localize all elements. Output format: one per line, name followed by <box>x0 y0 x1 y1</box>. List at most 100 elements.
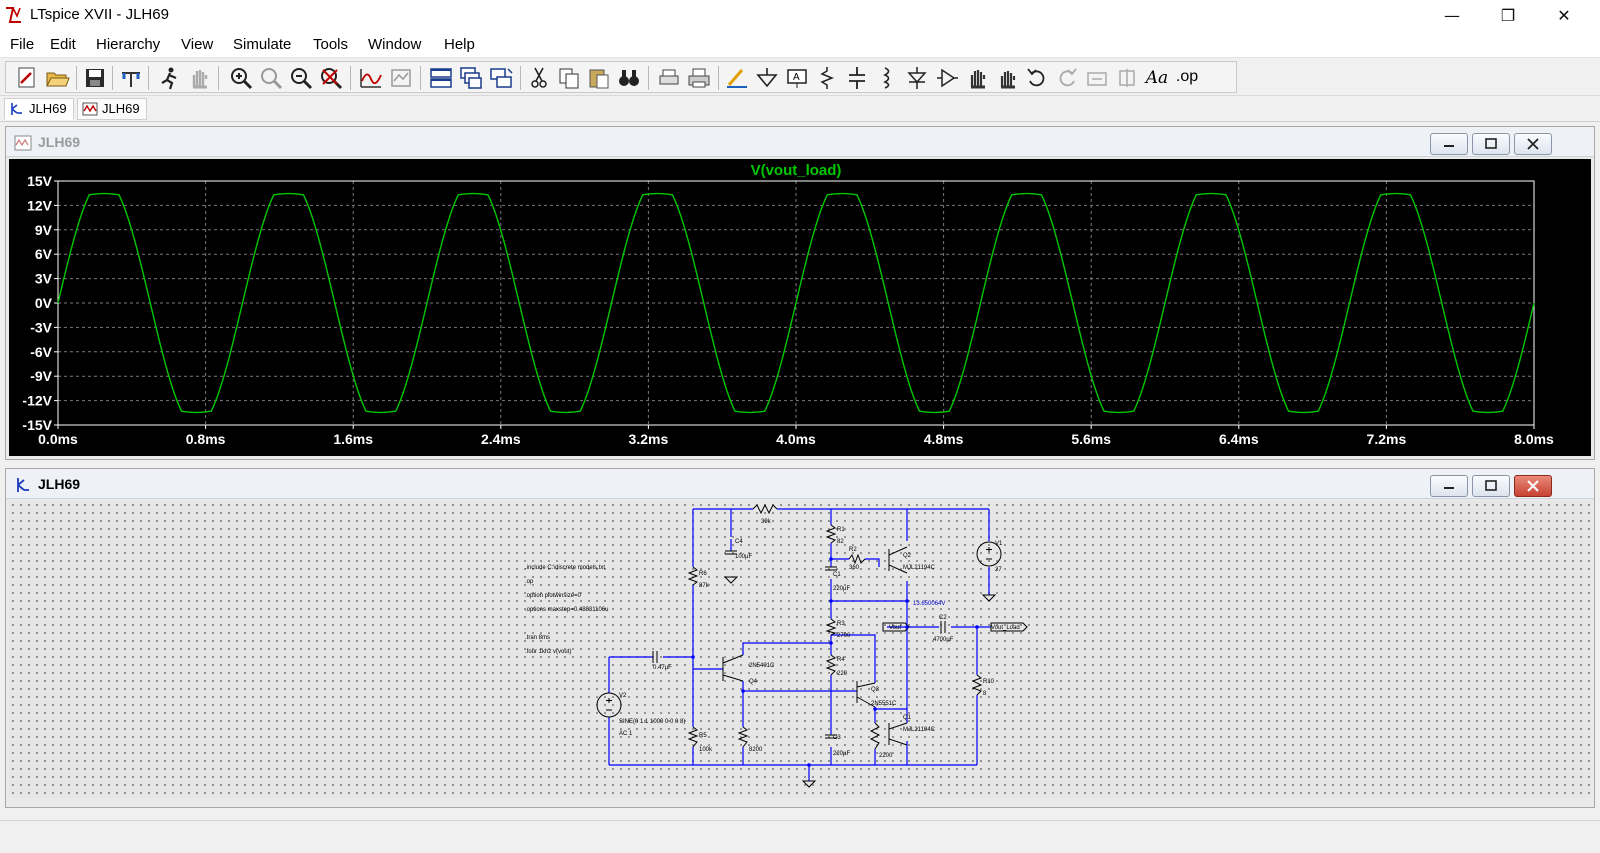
capacitor-c4 <box>725 550 737 555</box>
minimize-icon <box>1444 145 1454 147</box>
resistor-8200 <box>737 726 749 748</box>
schematic-canvas[interactable]: .include C:\discrete models.txt .op .opt… <box>9 501 1591 797</box>
y-tick-label: 3V <box>35 271 53 287</box>
waveform-close-button[interactable] <box>1514 133 1552 155</box>
maximize-button[interactable]: ❐ <box>1480 0 1536 30</box>
resistor-icon[interactable] <box>814 65 840 91</box>
print-preview-icon[interactable] <box>656 65 682 91</box>
vout-load-label[interactable]: Vout_Load <box>991 625 1020 631</box>
cin-value: 0.47µF <box>653 665 672 671</box>
zoom-fit-icon[interactable] <box>318 65 344 91</box>
y-tick-label: 15V <box>27 173 53 189</box>
plot-settings-icon[interactable] <box>388 65 414 91</box>
cut-icon[interactable] <box>526 65 552 91</box>
waveform-minimize-button[interactable] <box>1430 133 1468 155</box>
directive-include[interactable]: .include C:\discrete models.txt <box>525 565 605 571</box>
y-tick-label: 6V <box>35 246 53 262</box>
r10-value: 8 <box>983 691 987 697</box>
close-icon <box>1527 138 1539 150</box>
move-icon[interactable] <box>964 65 990 91</box>
copy-icon[interactable] <box>556 65 582 91</box>
junctions <box>691 557 979 767</box>
menu-help[interactable]: Help <box>444 36 475 53</box>
close-button[interactable]: ✕ <box>1536 0 1592 30</box>
tab-schematic[interactable]: JLH69 <box>4 98 74 120</box>
redo-icon[interactable] <box>1054 65 1080 91</box>
open-icon[interactable] <box>44 65 70 91</box>
menu-file[interactable]: File <box>10 36 35 53</box>
tile-vertical-icon[interactable] <box>488 65 514 91</box>
tab-waveform[interactable]: JLH69 <box>77 98 147 120</box>
schematic-close-button[interactable] <box>1514 475 1552 497</box>
r5-value: 100k <box>699 747 713 753</box>
c2-value: 4700µF <box>933 637 954 643</box>
spice-directive-icon[interactable]: .op <box>1175 68 1199 85</box>
q1-value: MJL21194C <box>903 727 936 733</box>
rotate-icon[interactable] <box>1084 65 1110 91</box>
paste-icon[interactable] <box>586 65 612 91</box>
r4-value: 220 <box>837 671 848 677</box>
inductor-icon[interactable] <box>874 65 900 91</box>
resistor-r3 <box>825 618 837 636</box>
text-icon[interactable]: Aa <box>1145 68 1169 88</box>
tile-horizontal-icon[interactable] <box>428 65 454 91</box>
r4-ref: R4 <box>837 657 845 663</box>
minimize-button[interactable]: — <box>1424 0 1480 30</box>
directive-plotwinsize[interactable]: .option plotwinsize=0 <box>525 593 582 599</box>
trace-vout-load <box>57 192 1535 414</box>
node-voltage-label[interactable]: 13.650064V <box>913 601 945 607</box>
print-icon[interactable] <box>686 65 712 91</box>
capacitor-c2 <box>940 621 946 633</box>
y-tick-label: -15V <box>22 417 52 433</box>
menu-simulate[interactable]: Simulate <box>233 36 292 53</box>
diode-icon[interactable] <box>904 65 930 91</box>
component-labels: 39k C4 100µF R6 87k R1 82 R2 360 C1 220µ… <box>619 519 1020 759</box>
mirror-icon[interactable] <box>1114 65 1140 91</box>
waveform-maximize-button[interactable] <box>1472 133 1510 155</box>
autorange-icon[interactable] <box>358 65 384 91</box>
cascade-icon[interactable] <box>458 65 484 91</box>
r8200-value: 8200 <box>749 747 763 753</box>
zoom-pan-icon[interactable] <box>258 65 284 91</box>
label-net-icon[interactable]: A <box>784 65 810 91</box>
ground-icon[interactable] <box>754 65 780 91</box>
directive-op[interactable]: .op <box>525 579 534 585</box>
q1-ref: Q1 <box>903 715 912 721</box>
halt-icon[interactable] <box>186 65 212 91</box>
transistor-q3 <box>856 681 876 708</box>
directive-tran[interactable]: .tran 8ms <box>525 635 550 641</box>
vout-label[interactable]: Vout <box>889 625 901 631</box>
menu-window[interactable]: Window <box>368 36 422 53</box>
undo-icon[interactable] <box>1024 65 1050 91</box>
control-panel-icon[interactable] <box>118 65 144 91</box>
run-icon[interactable] <box>156 65 182 91</box>
find-icon[interactable] <box>616 65 642 91</box>
new-schematic-icon[interactable] <box>14 65 40 91</box>
directive-maxstep[interactable]: .options maxstep=0.48831106u <box>525 607 608 613</box>
r6-ref: R6 <box>699 571 707 577</box>
zoom-out-icon[interactable] <box>288 65 314 91</box>
drag-icon[interactable] <box>994 65 1020 91</box>
schematic-maximize-button[interactable] <box>1472 475 1510 497</box>
waveform-window-titlebar: JLH69 <box>6 127 1594 157</box>
waveform-icon <box>82 102 98 116</box>
component-icon[interactable] <box>934 65 960 91</box>
capacitor-icon[interactable] <box>844 65 870 91</box>
draw-wire-icon[interactable] <box>724 65 750 91</box>
menu-view[interactable]: View <box>181 36 214 53</box>
close-icon: ✕ <box>1557 5 1571 25</box>
resistor-39k <box>752 503 778 515</box>
y-tick-label: -6V <box>30 344 52 360</box>
schematic-minimize-button[interactable] <box>1430 475 1468 497</box>
menu-tools[interactable]: Tools <box>313 36 349 53</box>
x-tick-label: 1.6ms <box>333 431 373 447</box>
save-icon[interactable] <box>82 65 108 91</box>
title-bar: LTspice XVII - JLH69 — ❐ ✕ <box>0 0 1600 30</box>
menu-hierarchy[interactable]: Hierarchy <box>96 36 161 53</box>
directive-four[interactable]: .four 1khz v(vout) <box>525 649 571 655</box>
zoom-in-icon[interactable] <box>228 65 254 91</box>
menu-edit[interactable]: Edit <box>50 36 76 53</box>
